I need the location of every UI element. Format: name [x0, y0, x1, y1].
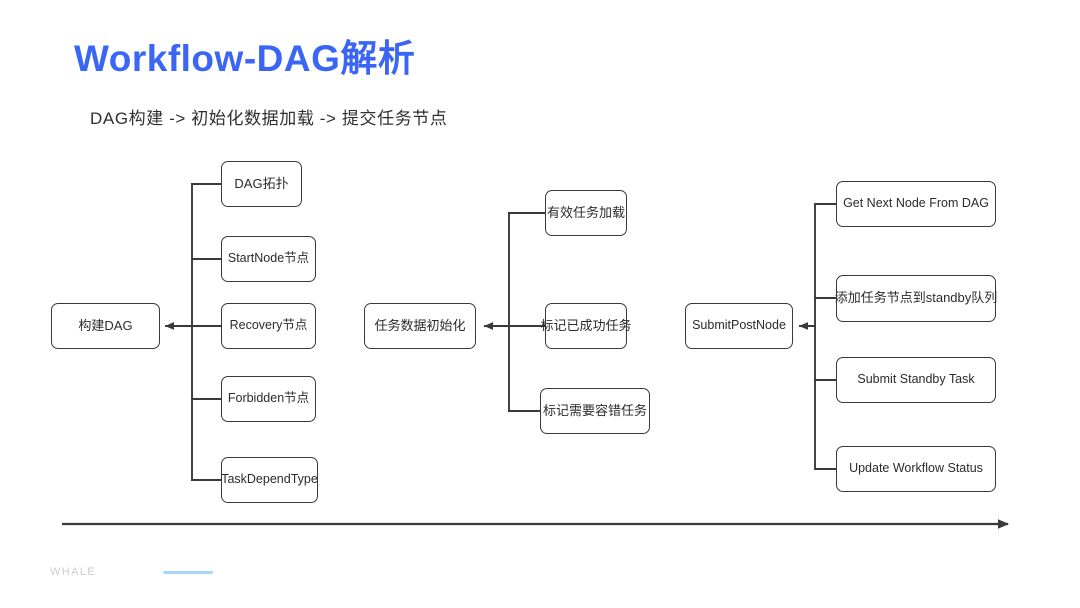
node-mark-success-task[interactable]: 标记已成功任务 — [541, 303, 632, 349]
node-valid-task-load[interactable]: 有效任务加载 — [545, 190, 627, 236]
page-title: Workflow-DAG解析 — [74, 38, 416, 79]
node-startnode[interactable]: StartNode节点 — [221, 236, 316, 282]
page-subtitle: DAG构建 -> 初始化数据加载 -> 提交任务节点 — [90, 109, 448, 128]
node-submit-standby-task[interactable]: Submit Standby Task — [836, 357, 996, 403]
node-build-dag[interactable]: 构建DAG — [51, 303, 160, 349]
node-submit-post-node[interactable]: SubmitPostNode — [685, 303, 793, 349]
node-recovery[interactable]: Recovery节点 — [221, 303, 316, 349]
node-mark-fault-tolerant-task[interactable]: 标记需要容错任务 — [540, 388, 650, 434]
node-dag-topology[interactable]: DAG拓扑 — [221, 161, 302, 207]
node-forbidden[interactable]: Forbidden节点 — [221, 376, 316, 422]
node-add-task-to-standby-queue[interactable]: 添加任务节点到standby队列 — [835, 275, 997, 322]
footer-accent-bar — [163, 571, 213, 574]
node-update-workflow-status[interactable]: Update Workflow Status — [836, 446, 996, 492]
footer-logo: WHALE — [50, 566, 97, 578]
node-task-data-init[interactable]: 任务数据初始化 — [364, 303, 476, 349]
node-taskdependtype[interactable]: TaskDependType — [221, 457, 318, 503]
node-get-next-node-from-dag[interactable]: Get Next Node From DAG — [836, 181, 996, 227]
